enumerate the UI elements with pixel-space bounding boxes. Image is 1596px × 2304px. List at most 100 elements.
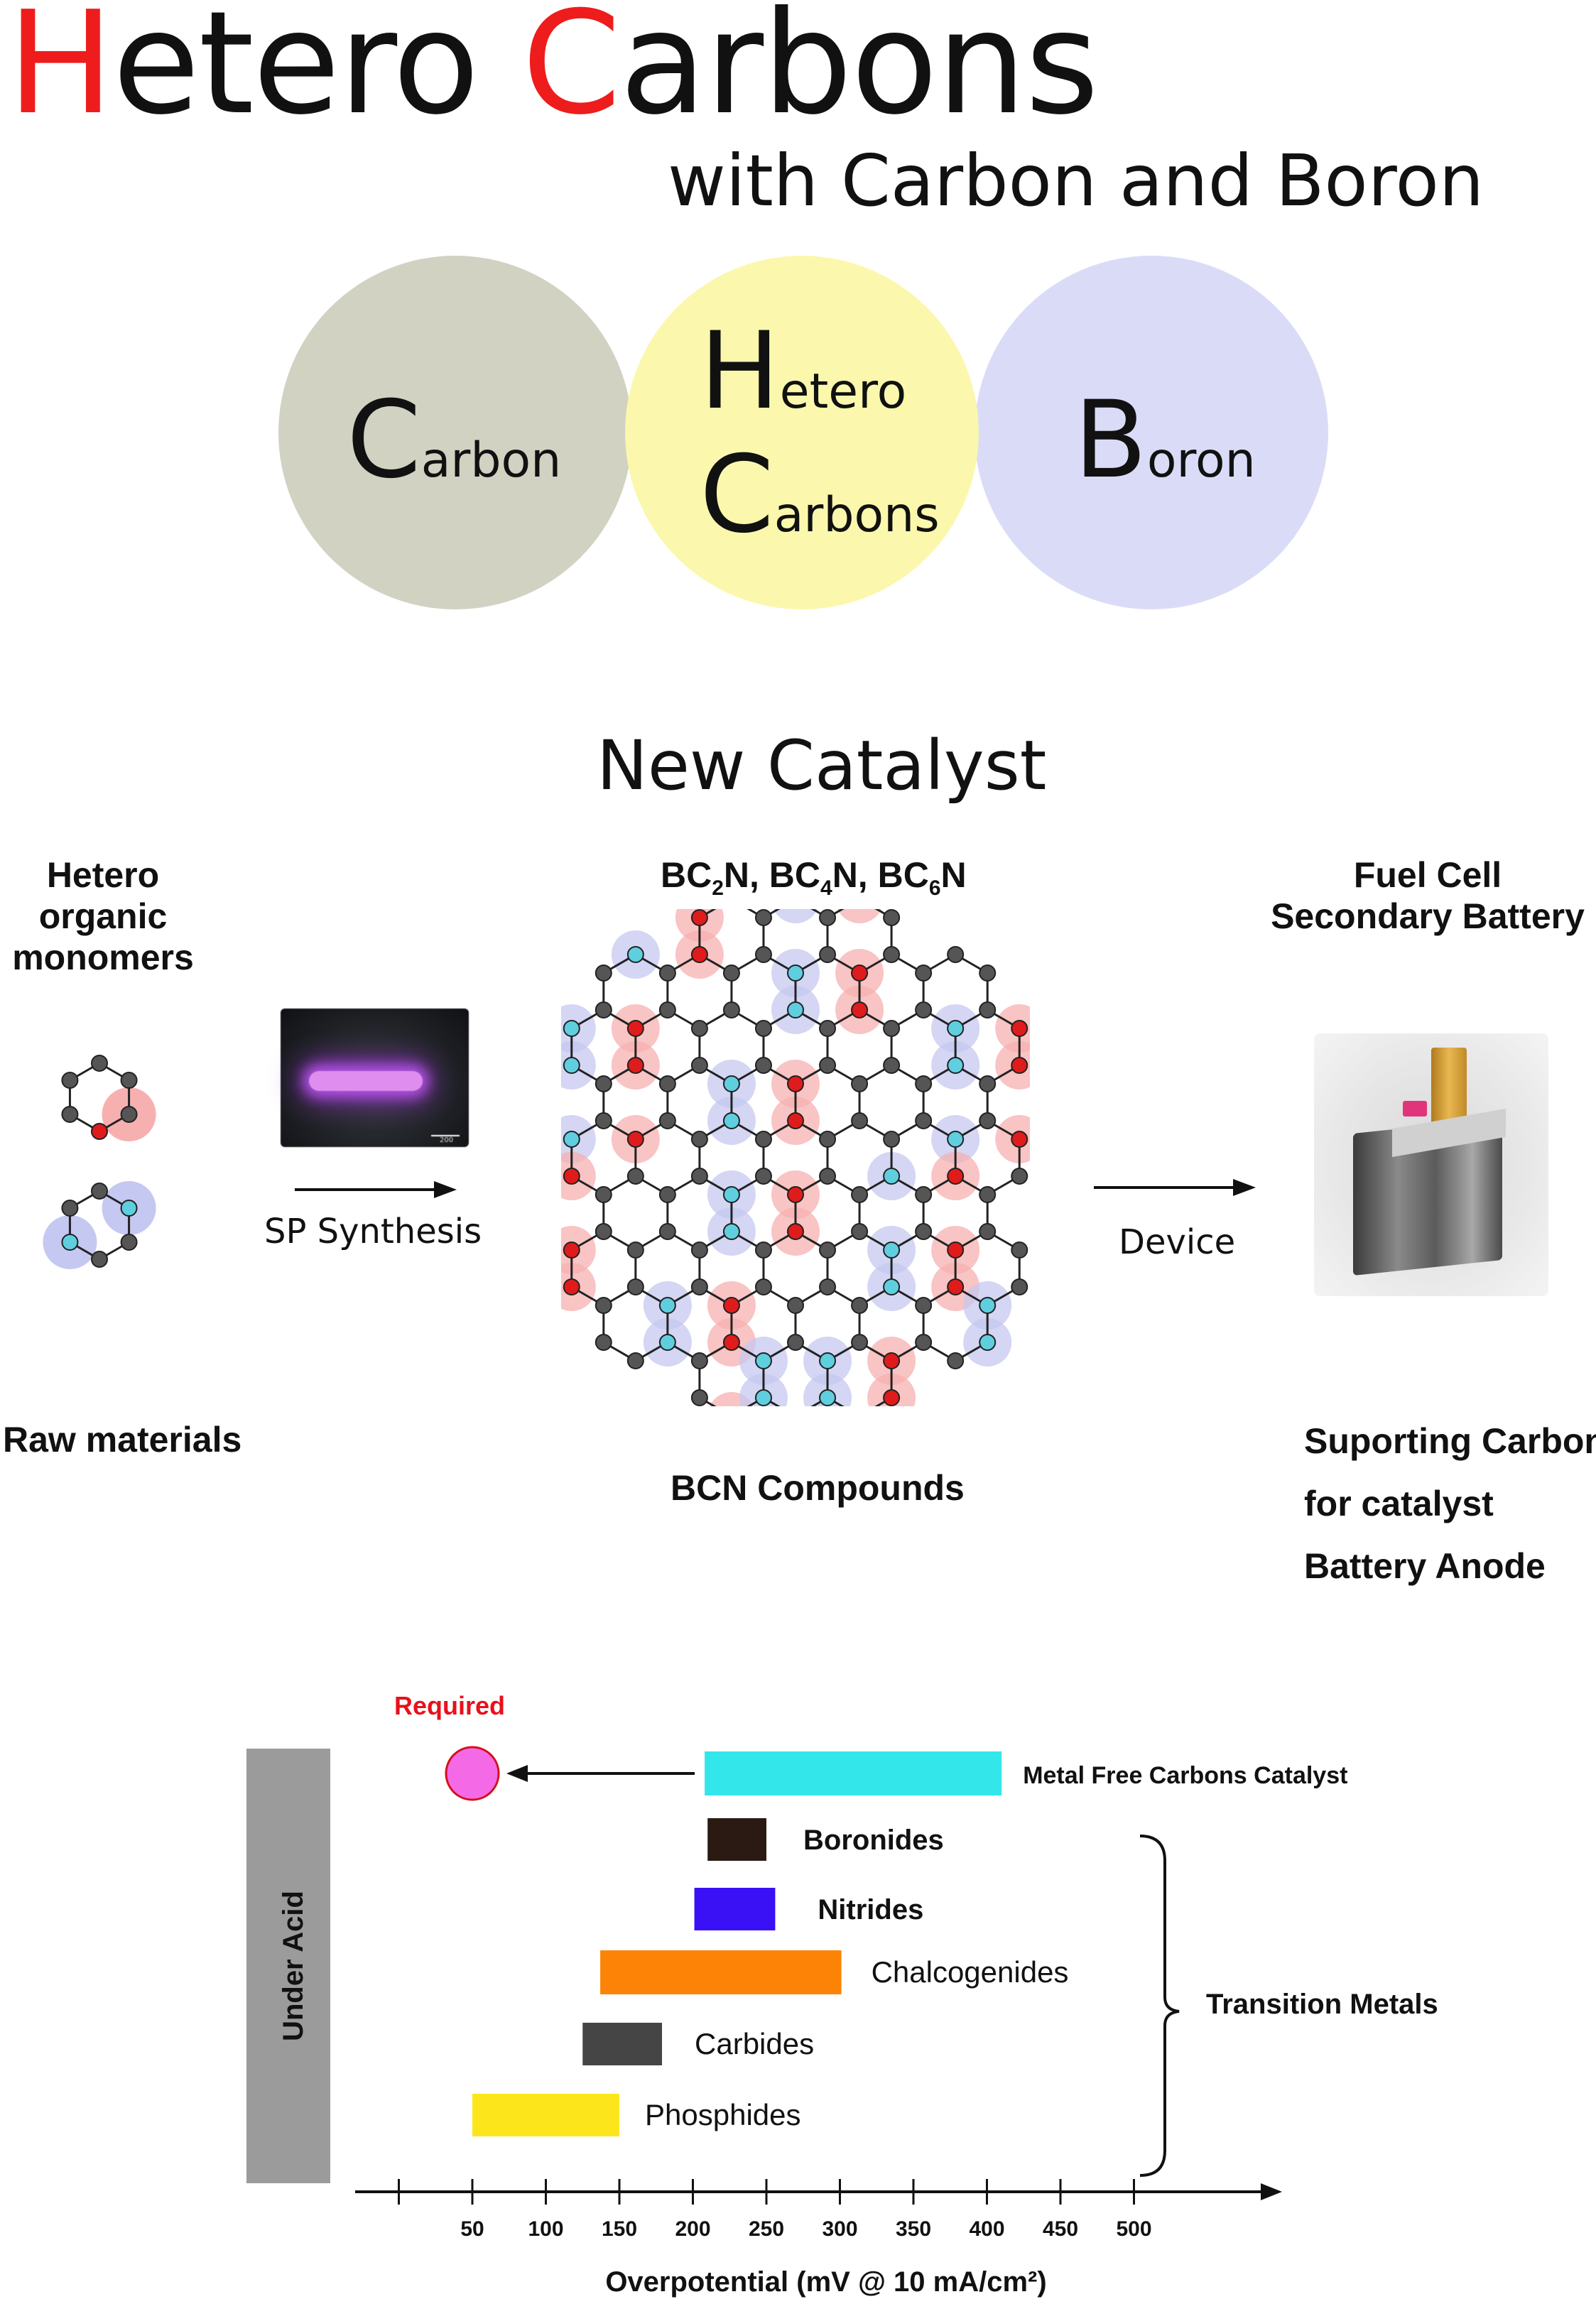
lattice-atom [658, 1334, 676, 1351]
lattice-atom [947, 1168, 965, 1185]
title-part-etero: etero [112, 0, 522, 146]
lattice-atom [626, 1352, 644, 1369]
lattice-atom [754, 1389, 772, 1406]
x-tick-label: 250 [749, 2217, 784, 2241]
device-header-line1: Fuel Cell [1353, 855, 1502, 895]
device-footer: Suporting Carbon for catalyst Battery An… [1304, 1410, 1596, 1597]
raw-footer: Raw materials [3, 1420, 242, 1460]
lattice-atom [947, 1241, 965, 1259]
lattice-atom [979, 1112, 997, 1129]
lattice-atom [979, 1334, 997, 1351]
lattice-atom [787, 1001, 804, 1018]
lattice-atom [787, 1334, 804, 1351]
x-tick-label: 500 [1116, 2217, 1151, 2241]
required-label: Required [394, 1691, 505, 1720]
monomer-atom [61, 1200, 79, 1217]
lattice-atom [883, 1168, 901, 1185]
lattice-atom [690, 1020, 708, 1037]
lattice-atom [754, 1020, 772, 1037]
boron-initial: B [1074, 379, 1147, 502]
fuel-cell-photo [1314, 1033, 1548, 1296]
lattice-atom [947, 1278, 965, 1295]
photo-scale-bar [431, 1135, 460, 1136]
lattice-atom [819, 909, 837, 926]
title-part-arbons: arbons [619, 0, 1099, 146]
hetero-initial-h: H [700, 310, 780, 433]
monomer-icons [43, 1055, 156, 1269]
lattice-atom [787, 1186, 804, 1203]
lattice-atom [851, 1001, 869, 1018]
lattice-atom [754, 1168, 772, 1185]
formula-part-a: BC [661, 855, 712, 895]
lattice-atom [883, 1389, 901, 1406]
lattice-atom [563, 1057, 580, 1074]
bar-label: Carbides [695, 2027, 814, 2060]
raw-header-line3: monomers [12, 938, 194, 977]
lattice-atom [915, 1001, 933, 1018]
lattice-atom [658, 1112, 676, 1129]
lattice-atom [754, 909, 772, 926]
lattice-atom [1011, 1020, 1028, 1037]
lattice-atom [883, 1131, 901, 1148]
formula-sub-b: 4 [820, 876, 832, 900]
lattice-atom [819, 1168, 837, 1185]
device-footer-line2: for catalyst [1304, 1484, 1494, 1523]
device-footer-line3: Battery Anode [1304, 1546, 1546, 1586]
lattice-atom [915, 1186, 933, 1203]
carbon-circle-label: Carbon [347, 387, 561, 494]
lattice-atom [754, 1057, 772, 1074]
x-tick-label: 200 [675, 2217, 710, 2241]
lattice-atom [626, 1168, 644, 1185]
lattice-atom [722, 964, 740, 982]
lattice-atom [851, 1334, 869, 1351]
required-marker [445, 1746, 500, 1801]
lattice-atom [819, 1352, 837, 1369]
monomer-atom [91, 1251, 108, 1268]
transition-metals-bracket [1139, 1835, 1180, 2177]
overpotential-chart: Under Acid Required Metal Free Carbons C… [246, 1691, 1438, 2298]
section-title-new-catalyst: New Catalyst [597, 726, 1047, 805]
bar-metal-free-carbons-catalyst [705, 1751, 1002, 1795]
title-letter-c: C [521, 0, 621, 146]
lattice-atom [1011, 1057, 1028, 1074]
formula-sub-c: 6 [928, 876, 941, 900]
lattice-halo [773, 909, 818, 923]
bar-label: Boronides [803, 1825, 944, 1856]
lattice-atom [819, 1020, 837, 1037]
monomer-atom [91, 1183, 108, 1200]
hetero-initial-c: C [700, 433, 774, 557]
lattice-atom [563, 1241, 580, 1259]
lattice-atom [690, 909, 708, 926]
x-tick-label: 450 [1043, 2217, 1078, 2241]
x-tick-label: 150 [602, 2217, 637, 2241]
bars-group: Metal Free Carbons CatalystBoronidesNitr… [472, 1751, 1347, 2136]
monomer-atom [61, 1106, 79, 1123]
transition-metals-label: Transition Metals [1206, 1989, 1438, 2020]
lattice-atom [595, 1334, 612, 1351]
lattice-atom [851, 1075, 869, 1092]
lattice-atom [595, 1075, 612, 1092]
lattice-atom [658, 1186, 676, 1203]
lattice-atom [690, 1131, 708, 1148]
lattice-atom [787, 1075, 804, 1092]
lattice-atom [787, 1223, 804, 1240]
lattice-atom [754, 1241, 772, 1259]
lattice-atom [690, 1057, 708, 1074]
device-footer-line1: Suporting Carbon [1304, 1421, 1596, 1461]
lattice-atom [690, 1352, 708, 1369]
page-subtitle: with Carbon and Boron [668, 139, 1484, 222]
bar-chalcogenides [600, 1950, 842, 1994]
compound-footer: BCN Compounds [671, 1468, 965, 1508]
lattice-atom [626, 1241, 644, 1259]
monomer-atom [120, 1234, 138, 1251]
lattice-atom [819, 1241, 837, 1259]
x-axis-arrowhead [1261, 2183, 1282, 2200]
lattice-atom [851, 1223, 869, 1240]
lattice-atom [690, 1168, 708, 1185]
hetero-carbons-circle [625, 256, 979, 609]
lattice-atom [595, 1186, 612, 1203]
lattice-atom [754, 1131, 772, 1148]
lattice-atom [883, 909, 901, 926]
device-arrow [1094, 1179, 1256, 1196]
lattice-atom [819, 1389, 837, 1406]
